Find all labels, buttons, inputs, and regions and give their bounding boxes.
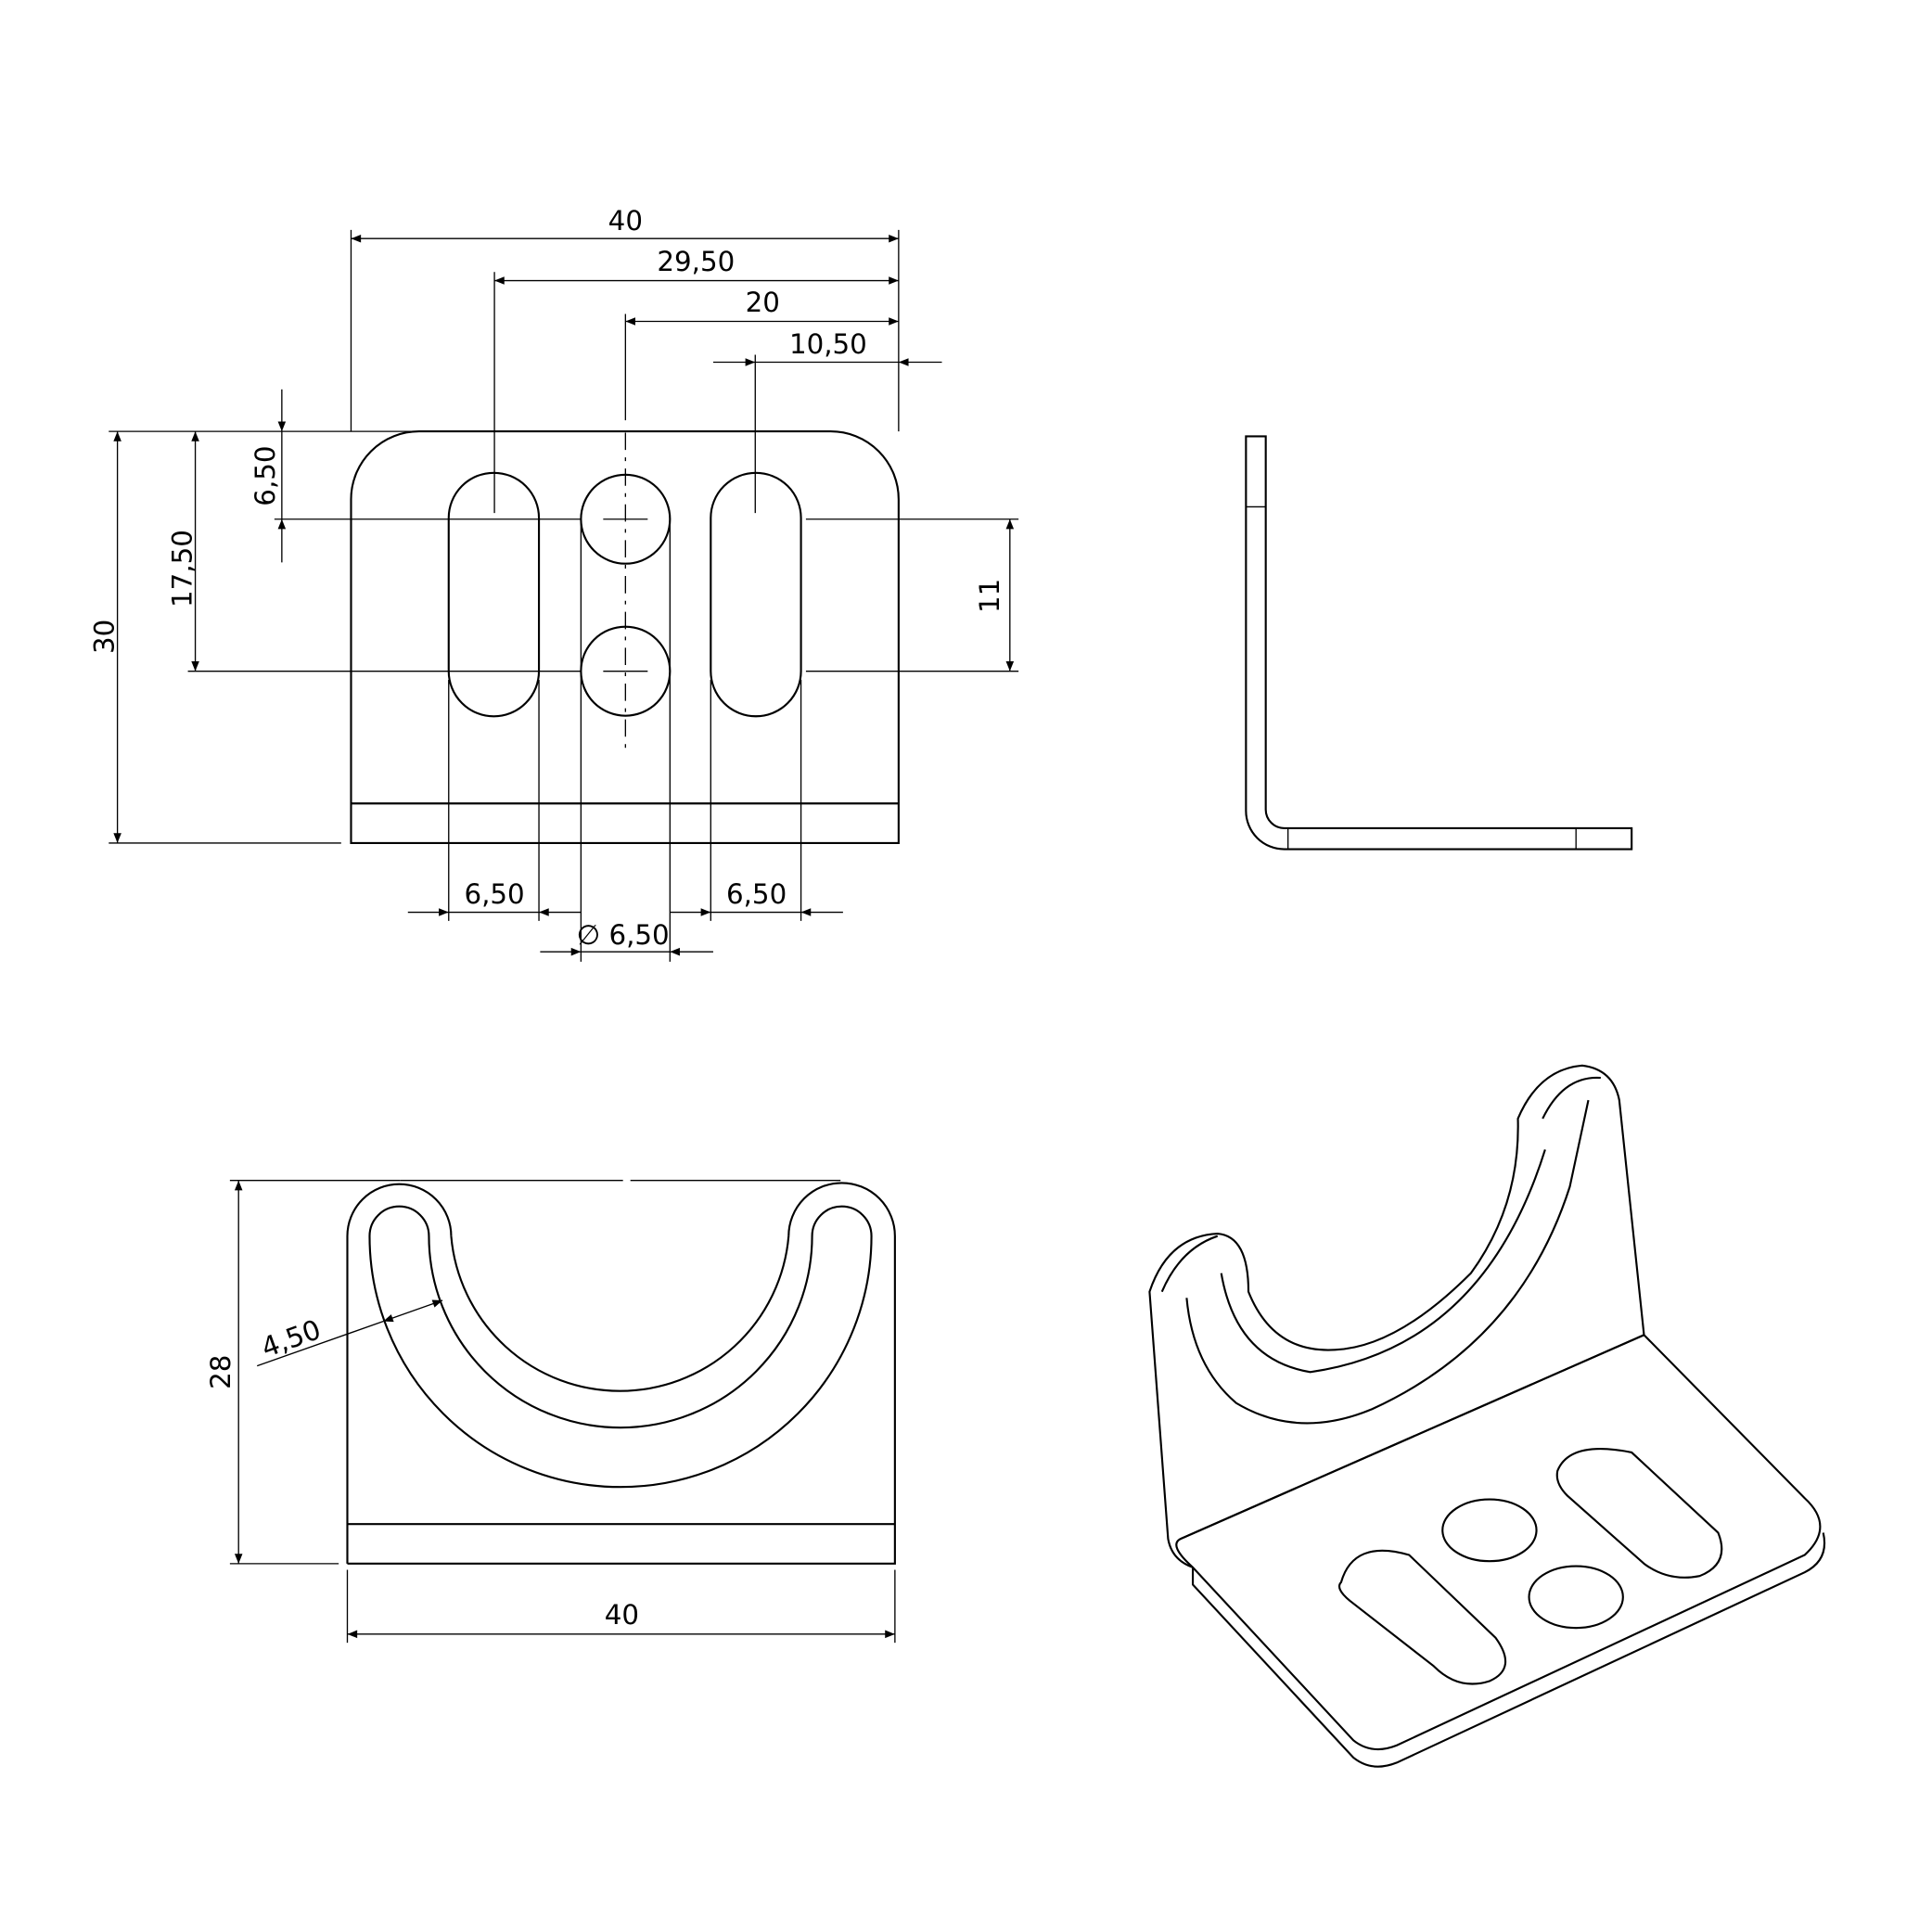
slot-right: [710, 471, 802, 718]
dim-height-30: 30: [89, 620, 121, 654]
side-view: [1245, 435, 1633, 851]
dim-width-40: 40: [608, 205, 643, 237]
dim-17-50: 17,50: [167, 530, 198, 608]
dim-hole-diameter: ∅ 6,50: [577, 919, 670, 951]
dim-slot-left-width: 6,50: [464, 878, 524, 910]
isometric-view: [1148, 1064, 1826, 1768]
front-view: [346, 1180, 896, 1565]
dim-11: 11: [974, 579, 1005, 613]
u-slot: [368, 1205, 873, 1489]
top-view-dimensions: 40 29,50 20 10,50 30 17,50 6,50 11 6: [89, 205, 1019, 962]
dim-6-50-vertical: 6,50: [249, 445, 281, 505]
dim-width-40-front: 40: [605, 1599, 639, 1631]
dim-20: 20: [746, 287, 780, 318]
dim-29-50: 29,50: [657, 246, 735, 277]
dim-10-50: 10,50: [789, 328, 867, 360]
dim-slot-width-4-50: 4,50: [257, 1313, 325, 1363]
front-view-dimensions: 28 40 4,50: [205, 1180, 896, 1644]
front-view-outline: [346, 1182, 896, 1565]
dim-slot-right-width: 6,50: [726, 878, 787, 910]
dim-height-28: 28: [205, 1355, 237, 1389]
top-view-outline: [350, 430, 900, 844]
